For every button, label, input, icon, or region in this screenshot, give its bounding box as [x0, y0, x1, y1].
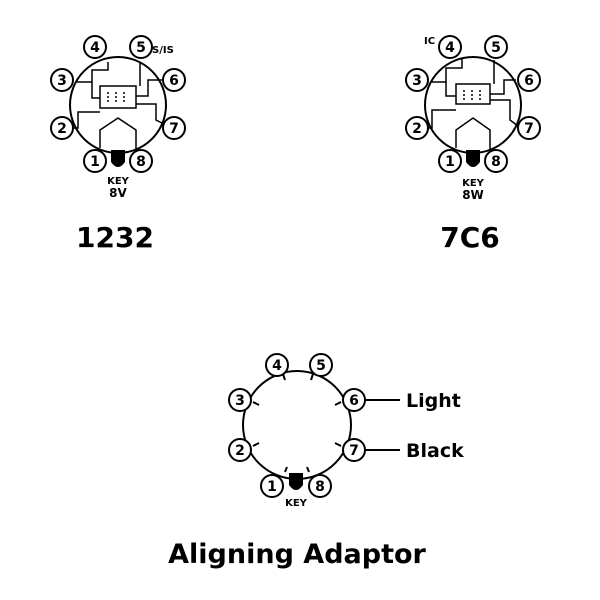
- pin-number: 6: [524, 73, 534, 89]
- tube-7c6-pin-1: 1: [438, 149, 462, 173]
- tube-1232-pin-2: 2: [50, 116, 74, 140]
- pin-number: 1: [267, 479, 277, 495]
- adaptor-base-ring: [242, 370, 352, 480]
- pin-number: 3: [235, 393, 245, 409]
- tube-1232-pin-5-annotation: S/IS: [152, 45, 174, 56]
- tube-1232-key-label: KEY: [107, 176, 130, 187]
- pin-number: 3: [412, 73, 422, 89]
- pin-number: 2: [57, 121, 67, 137]
- adaptor-key-label: KEY: [285, 498, 308, 509]
- adaptor-pin-5: 5: [309, 353, 333, 377]
- tube-7c6-pin-6: 6: [517, 68, 541, 92]
- tube-7c6-key-label: KEY: [462, 178, 485, 189]
- tube-1232-diagram: 1 2 3 4 5 6 7 8 S/IS: [50, 35, 186, 254]
- tube-1232-pin-6: 6: [162, 68, 186, 92]
- tube-7c6-pin-8: 8: [484, 149, 508, 173]
- tube-1232-pin-8: 8: [129, 149, 153, 173]
- adaptor-pin-6: 6: [342, 388, 366, 412]
- adaptor-pin-4: 4: [265, 353, 289, 377]
- pin-number: 8: [315, 479, 325, 495]
- tube-1232-pin-3: 3: [50, 68, 74, 92]
- tube-7c6-diagram: 1 2 3 4 5 6 7 8 IC KE: [405, 35, 541, 254]
- adaptor-caption: Aligning Adaptor: [168, 539, 426, 570]
- pin-number: 6: [349, 393, 359, 409]
- pin-number: 4: [445, 40, 455, 56]
- tube-7c6-pin-7: 7: [517, 116, 541, 140]
- tube-1232-pin-1: 1: [83, 149, 107, 173]
- pin-number: 4: [272, 358, 282, 374]
- tube-7c6-base-ring: [424, 56, 522, 154]
- pin-number: 6: [169, 73, 179, 89]
- adaptor-pin-3: 3: [228, 388, 252, 412]
- adaptor-pin-7: 7: [342, 438, 366, 462]
- tube-1232-key-icon: [111, 150, 125, 167]
- tube-7c6-pin-3: 3: [405, 68, 429, 92]
- adaptor-lead-label-black: Black: [406, 440, 464, 462]
- adaptor-key-icon: [289, 473, 303, 490]
- adaptor-pin-8: 8: [308, 474, 332, 498]
- pin-number: 5: [491, 40, 501, 56]
- adaptor-lead-label-light: Light: [406, 390, 461, 412]
- pin-number: 7: [169, 121, 179, 137]
- pin-number: 7: [349, 443, 359, 459]
- pin-number: 1: [90, 154, 100, 170]
- tube-7c6-electrodes: [420, 58, 519, 152]
- pin-number: 5: [316, 358, 326, 374]
- tube-7c6-key-icon: [466, 150, 480, 167]
- pin-number: 4: [90, 40, 100, 56]
- tube-7c6-title: 7C6: [440, 221, 500, 254]
- tube-1232-title: 1232: [76, 221, 154, 254]
- tube-7c6-pin-4: 4: [438, 35, 462, 59]
- tube-1232-pin-7: 7: [162, 116, 186, 140]
- tube-1232-base-code: 8V: [109, 186, 127, 200]
- tube-7c6-base-code: 8W: [462, 188, 484, 202]
- pin-number: 2: [235, 443, 245, 459]
- tube-1232-pin-5: 5: [129, 35, 153, 59]
- pin-number: 7: [524, 121, 534, 137]
- adaptor-pin-1: 1: [260, 474, 284, 498]
- pin-number: 2: [412, 121, 422, 137]
- adaptor-pin-ticks: [252, 373, 342, 473]
- pin-number: 5: [136, 40, 146, 56]
- tube-7c6-pin-5: 5: [484, 35, 508, 59]
- tube-1232-pin-4: 4: [83, 35, 107, 59]
- adaptor-pin-2: 2: [228, 438, 252, 462]
- pin-number: 1: [445, 154, 455, 170]
- tube-1232-base-ring: [69, 56, 167, 154]
- tube-7c6-pin-4-annotation: IC: [424, 36, 435, 47]
- pin-number: 8: [491, 154, 501, 170]
- pin-number: 3: [57, 73, 67, 89]
- tube-7c6-pin-2: 2: [405, 116, 429, 140]
- pin-number: 8: [136, 154, 146, 170]
- aligning-adaptor-diagram: 1 2 3 4 5 6 7 8 KEY: [168, 353, 464, 570]
